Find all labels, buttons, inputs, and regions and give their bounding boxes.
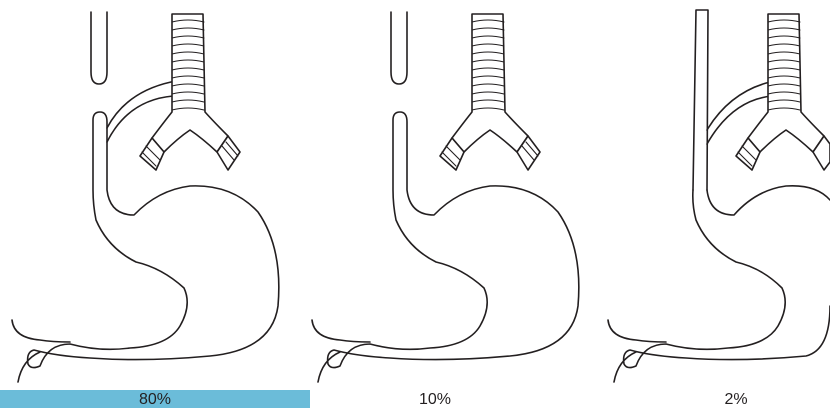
anatomy-illustration-3 — [596, 0, 830, 390]
caption-percentage-1: 80% — [0, 390, 310, 408]
caption-percentage-2: 10% — [360, 390, 510, 408]
diagram-panel-2: 10% — [300, 0, 560, 410]
trachea — [140, 14, 240, 170]
trachea — [736, 14, 830, 170]
caption-percentage-3: 2% — [686, 390, 786, 408]
stomach-outline — [624, 186, 830, 368]
diagram-panel-1: 80% — [0, 0, 310, 410]
upper-esophageal-pouch — [391, 12, 407, 84]
anatomy-illustration-2 — [300, 0, 560, 390]
diagram-panel-3: 2% — [596, 0, 830, 410]
trachea — [440, 14, 540, 170]
anatomy-illustration-1 — [0, 0, 310, 390]
upper-esophageal-pouch — [91, 12, 107, 84]
continuous-esophagus — [693, 10, 708, 190]
